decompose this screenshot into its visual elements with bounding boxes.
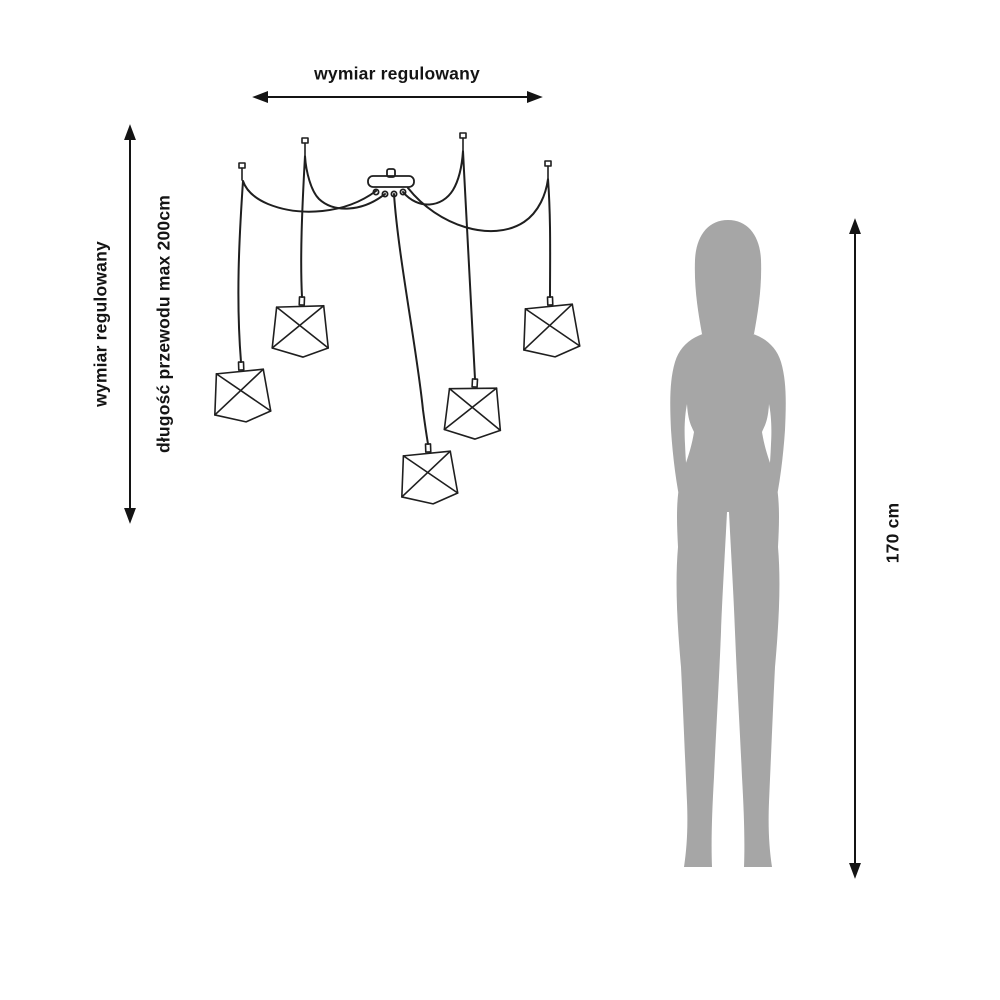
lamp-cable bbox=[300, 155, 386, 298]
arrowhead-down-icon bbox=[124, 508, 136, 524]
person-silhouette bbox=[670, 220, 786, 867]
lamp-cable bbox=[407, 178, 552, 298]
right-dimension-arrow bbox=[849, 218, 861, 879]
top-dimension-label: wymiar regulowany bbox=[314, 63, 480, 84]
lamp-shade bbox=[271, 295, 331, 359]
ceiling-hook-icon bbox=[544, 160, 552, 179]
lamp-cable bbox=[237, 180, 377, 363]
ceiling-canopy bbox=[367, 168, 415, 198]
lamp-shade bbox=[212, 360, 272, 424]
lamp-shade bbox=[443, 376, 504, 442]
lamp-cable bbox=[393, 193, 429, 445]
left-dimension-arrow bbox=[124, 124, 136, 524]
lamp-cables bbox=[237, 150, 552, 445]
cable-length-label: długość przewodu max 200cm bbox=[153, 194, 174, 454]
lamp-cable bbox=[402, 150, 476, 380]
arrowhead-up-icon bbox=[124, 124, 136, 140]
lamp-shade bbox=[521, 295, 581, 359]
ceiling-hook-icon bbox=[301, 137, 309, 156]
silhouette-head bbox=[694, 220, 762, 334]
arrowhead-up-icon bbox=[849, 218, 861, 234]
height-dimension-label: 170 cm bbox=[882, 502, 903, 564]
arrowhead-left-icon bbox=[252, 91, 268, 103]
lamp-shade bbox=[399, 442, 459, 506]
ceiling-hook-icon bbox=[459, 132, 467, 151]
arrowhead-down-icon bbox=[849, 863, 861, 879]
silhouette-body bbox=[670, 330, 786, 867]
arrowhead-right-icon bbox=[527, 91, 543, 103]
ceiling-hook-icon bbox=[238, 162, 246, 181]
top-dimension-arrow bbox=[252, 91, 543, 103]
pendant-lamp-drawing bbox=[212, 132, 581, 506]
left-dimension-label: wymiar regulowany bbox=[90, 241, 111, 407]
